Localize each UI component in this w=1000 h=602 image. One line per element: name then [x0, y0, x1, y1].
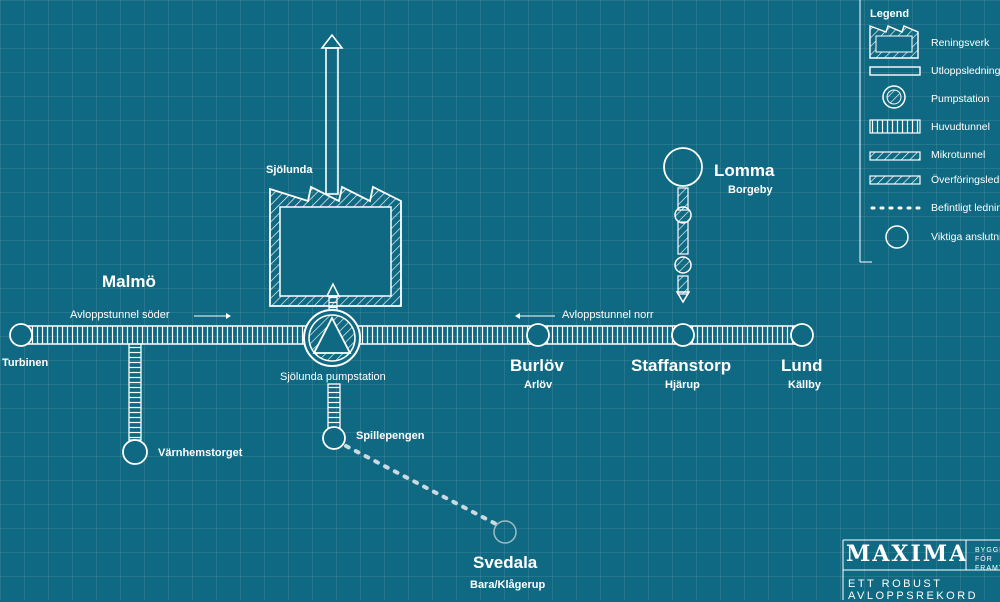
lomma-node[interactable] — [663, 147, 703, 187]
arlov-label: Arlöv — [524, 379, 553, 391]
spillepengen-micro-tunnel — [327, 383, 341, 429]
pump-station-label: Sjölunda pumpstation — [280, 371, 386, 383]
spillepengen-node[interactable] — [322, 426, 346, 450]
logo-side-line2: FÖR FRAMTIDEN — [975, 556, 1000, 572]
micro-tunnel-icon — [869, 151, 921, 161]
varnhemstorget-node[interactable] — [122, 439, 148, 465]
burlov-node[interactable] — [526, 323, 550, 347]
legend-item-label: Befintligt ledningsnät — [931, 202, 1000, 214]
transfer-pipe-icon — [869, 175, 921, 185]
legend-panel — [859, 0, 922, 263]
hjarup-label: Hjärup — [665, 379, 700, 391]
svedala-label: Svedala — [473, 553, 538, 572]
legend-item-label: Huvudtunnel — [931, 121, 990, 133]
kallby-label: Källby — [788, 379, 822, 391]
plant-label: Sjölunda — [266, 164, 313, 176]
turbinen-node[interactable] — [9, 323, 33, 347]
varnhemstorget-label: Värnhemstorget — [158, 447, 243, 459]
legend-item-label: Reningsverk — [931, 37, 990, 49]
sjolunda-treatment-plant — [269, 185, 402, 307]
tagline: ETT ROBUST AVLOPPSREKORD — [848, 578, 979, 602]
bara-label: Bara/Klågerup — [470, 579, 546, 591]
existing-network-line — [344, 444, 498, 526]
tunnel-south-label: Avloppstunnel söder — [70, 309, 170, 321]
lomma-pump-station-1 — [674, 206, 692, 224]
turbinen-label: Turbinen — [2, 357, 49, 369]
legend-item-label: Pumpstation — [931, 93, 990, 105]
svedala-node[interactable] — [493, 520, 517, 544]
borgeby-label: Borgeby — [728, 184, 773, 196]
varnhem-micro-tunnel — [128, 343, 142, 441]
logo-side-line1: BYGGER — [975, 547, 1000, 554]
legend-item-label: Utloppsledning — [931, 65, 1000, 77]
lund-label: Lund — [781, 356, 823, 375]
main-tunnel-icon — [869, 119, 921, 134]
pump-station-icon — [882, 85, 906, 109]
factory-icon — [869, 24, 919, 59]
legend-item-label: Viktiga anslutningar — [931, 231, 1000, 243]
spillepengen-label: Spillepengen — [356, 430, 425, 442]
tunnel-north-label: Avloppstunnel norr — [562, 309, 654, 321]
outlet-pipe — [320, 33, 344, 195]
connection-icon — [885, 225, 909, 249]
legend-item-label: Mikrotunnel — [931, 149, 986, 161]
lund-node[interactable] — [790, 323, 814, 347]
brand-box — [842, 539, 1000, 600]
maxima-logo: MAXIMA — [846, 541, 969, 567]
sjolunda-pump-station — [303, 309, 361, 367]
legend-title: Legend — [870, 8, 910, 20]
outlet-pipe-icon — [869, 66, 921, 76]
legend-item-label: Överföringsledning — [931, 174, 1000, 186]
logo-side-text: BYGGER FÖR FRAMTIDEN — [975, 546, 1000, 573]
staffanstorp-node[interactable] — [671, 323, 695, 347]
malmo-label: Malmö — [102, 272, 156, 291]
lomma-pump-station-2 — [674, 256, 692, 274]
lomma-label: Lomma — [714, 161, 775, 180]
lomma-transfer-pipe — [675, 187, 691, 304]
burlov-label: Burlöv — [510, 356, 564, 375]
staffanstorp-label: Staffanstorp — [631, 356, 732, 375]
